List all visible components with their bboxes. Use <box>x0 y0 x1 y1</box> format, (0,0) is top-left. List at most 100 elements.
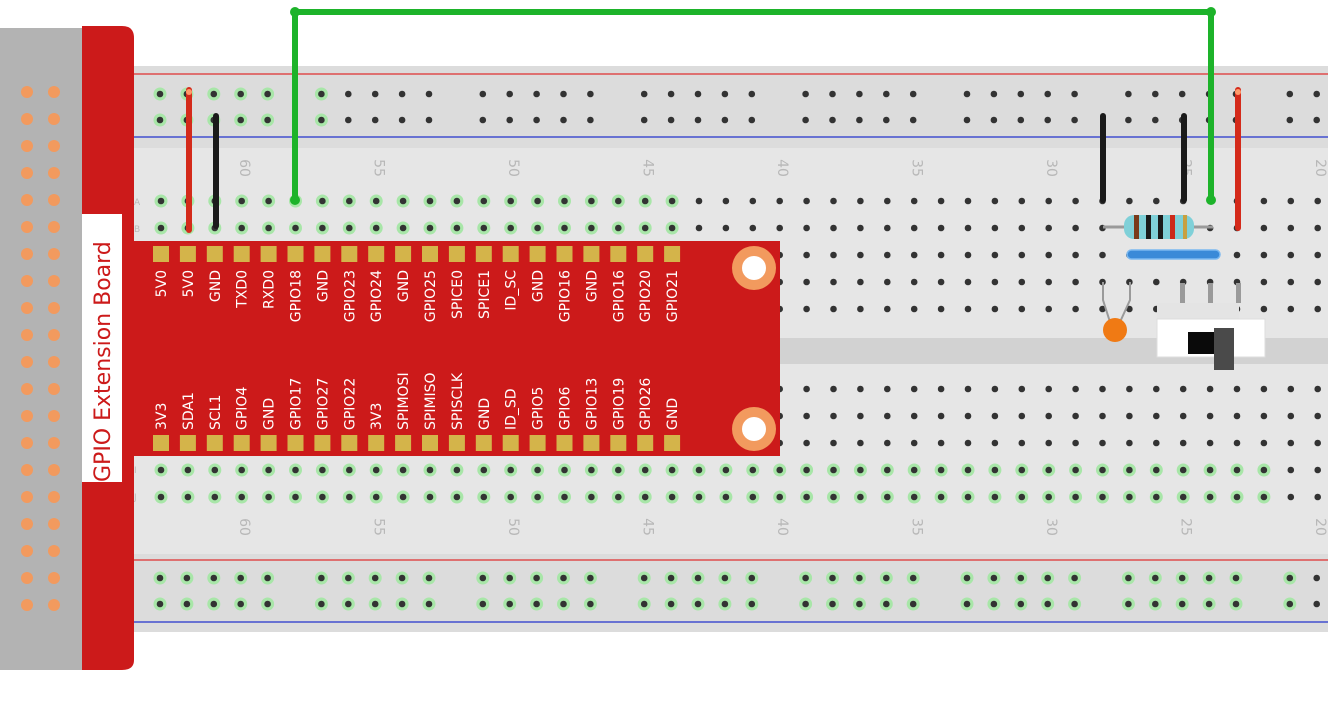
breadboard-hole <box>1286 600 1294 608</box>
breadboard-hole <box>211 493 219 501</box>
breadboard-hole <box>1178 600 1186 608</box>
pin-label-top: GND <box>315 270 331 302</box>
ribbon-pin <box>21 356 33 368</box>
breadboard-hole <box>533 116 540 124</box>
breadboard-hole <box>238 493 245 501</box>
breadboard-hole <box>830 439 837 447</box>
column-label: 50 <box>505 159 521 177</box>
column-label: 55 <box>371 518 387 536</box>
blue-jumper <box>1126 249 1221 260</box>
breadboard-hole <box>399 466 407 474</box>
pin-label-top: 5V0 <box>181 270 197 297</box>
ribbon-pin <box>21 437 33 449</box>
pin-label-bottom: GPIO27 <box>315 378 331 430</box>
breadboard-hole <box>668 197 676 205</box>
breadboard-hole <box>371 116 379 124</box>
breadboard-hole <box>346 224 353 232</box>
breadboard-hole <box>1152 600 1159 608</box>
breadboard-hole <box>1153 412 1160 420</box>
breadboard-hole <box>884 385 891 393</box>
breadboard-hole <box>937 305 945 313</box>
header-pin <box>206 435 223 451</box>
breadboard-hole <box>964 493 972 501</box>
pin-label-bottom: 3V3 <box>369 403 385 430</box>
breadboard-hole <box>1179 439 1187 447</box>
breadboard-hole <box>964 305 972 313</box>
pin-label-bottom: GND <box>665 398 681 430</box>
ribbon-pin <box>21 113 33 125</box>
breadboard-hole <box>588 466 595 474</box>
breadboard-hole <box>802 90 809 98</box>
header-pin <box>664 435 681 451</box>
header-pin <box>583 246 600 262</box>
breadboard-hole <box>1313 600 1320 608</box>
breadboard-hole <box>830 385 837 393</box>
ribbon-pin <box>21 221 33 233</box>
header-pin <box>395 246 412 262</box>
breadboard-hole <box>1126 466 1133 474</box>
breadboard-hole <box>479 116 487 124</box>
breadboard-hole <box>1152 574 1159 582</box>
header-pin <box>341 246 358 262</box>
breadboard-hole <box>1260 305 1268 313</box>
breadboard-hole <box>453 466 461 474</box>
breadboard-hole <box>694 90 702 98</box>
breadboard-hole <box>695 493 703 501</box>
breadboard-hole <box>937 197 945 205</box>
breadboard-hole <box>560 574 567 582</box>
header-pin <box>153 246 169 262</box>
breadboard-hole <box>937 493 945 501</box>
pin-label-bottom: GPIO22 <box>342 378 358 430</box>
breadboard-hole <box>1153 278 1160 286</box>
breadboard-hole <box>721 90 729 98</box>
breadboard-hole <box>1287 493 1295 501</box>
breadboard-hole <box>1072 466 1079 474</box>
breadboard-hole <box>884 466 891 474</box>
breadboard-hole <box>694 116 702 124</box>
breadboard-hole <box>264 90 271 98</box>
breadboard-hole <box>884 439 891 447</box>
header-pin <box>502 435 519 451</box>
ceramic-capacitor <box>1102 282 1131 342</box>
pin-label-bottom: GND <box>477 398 493 430</box>
breadboard-hole <box>318 90 325 98</box>
column-label: 40 <box>774 159 790 177</box>
ribbon-connector <box>0 28 82 670</box>
capacitor-body <box>1103 318 1127 342</box>
breadboard-hole <box>1071 90 1078 98</box>
breadboard-hole <box>856 116 863 124</box>
header-pin <box>287 246 304 262</box>
pin-label-bottom: GPIO4 <box>235 387 251 430</box>
breadboard-hole <box>1018 305 1026 313</box>
breadboard-hole <box>453 197 461 205</box>
breadboard-hole <box>883 90 890 98</box>
breadboard-hole <box>1017 574 1025 582</box>
breadboard-hole <box>506 600 513 608</box>
breadboard-hole <box>265 493 272 501</box>
header-pin <box>341 435 358 451</box>
breadboard-hole <box>856 90 863 98</box>
breadboard-hole <box>1018 439 1026 447</box>
breadboard-hole <box>937 412 945 420</box>
ribbon-pin <box>48 113 60 125</box>
breadboard-hole <box>1206 466 1214 474</box>
breadboard-hole <box>1125 90 1132 98</box>
breadboard-hole <box>910 466 918 474</box>
breadboard-hole <box>1314 385 1321 393</box>
breadboard-hole <box>1205 600 1213 608</box>
breadboard-hole <box>560 90 567 98</box>
breadboard-hole <box>641 197 649 205</box>
breadboard-hole <box>776 493 783 501</box>
breadboard-hole <box>964 251 972 259</box>
breadboard-hole <box>883 116 890 124</box>
breadboard-hole <box>1017 90 1025 98</box>
breadboard-hole <box>480 493 488 501</box>
breadboard-hole <box>319 493 326 501</box>
ribbon-pin <box>21 518 33 530</box>
header-pin <box>610 435 627 451</box>
breadboard-hole <box>964 197 972 205</box>
header-pin <box>610 246 627 262</box>
breadboard-hole <box>588 493 595 501</box>
breadboard-hole <box>937 466 945 474</box>
breadboard-hole <box>722 197 730 205</box>
